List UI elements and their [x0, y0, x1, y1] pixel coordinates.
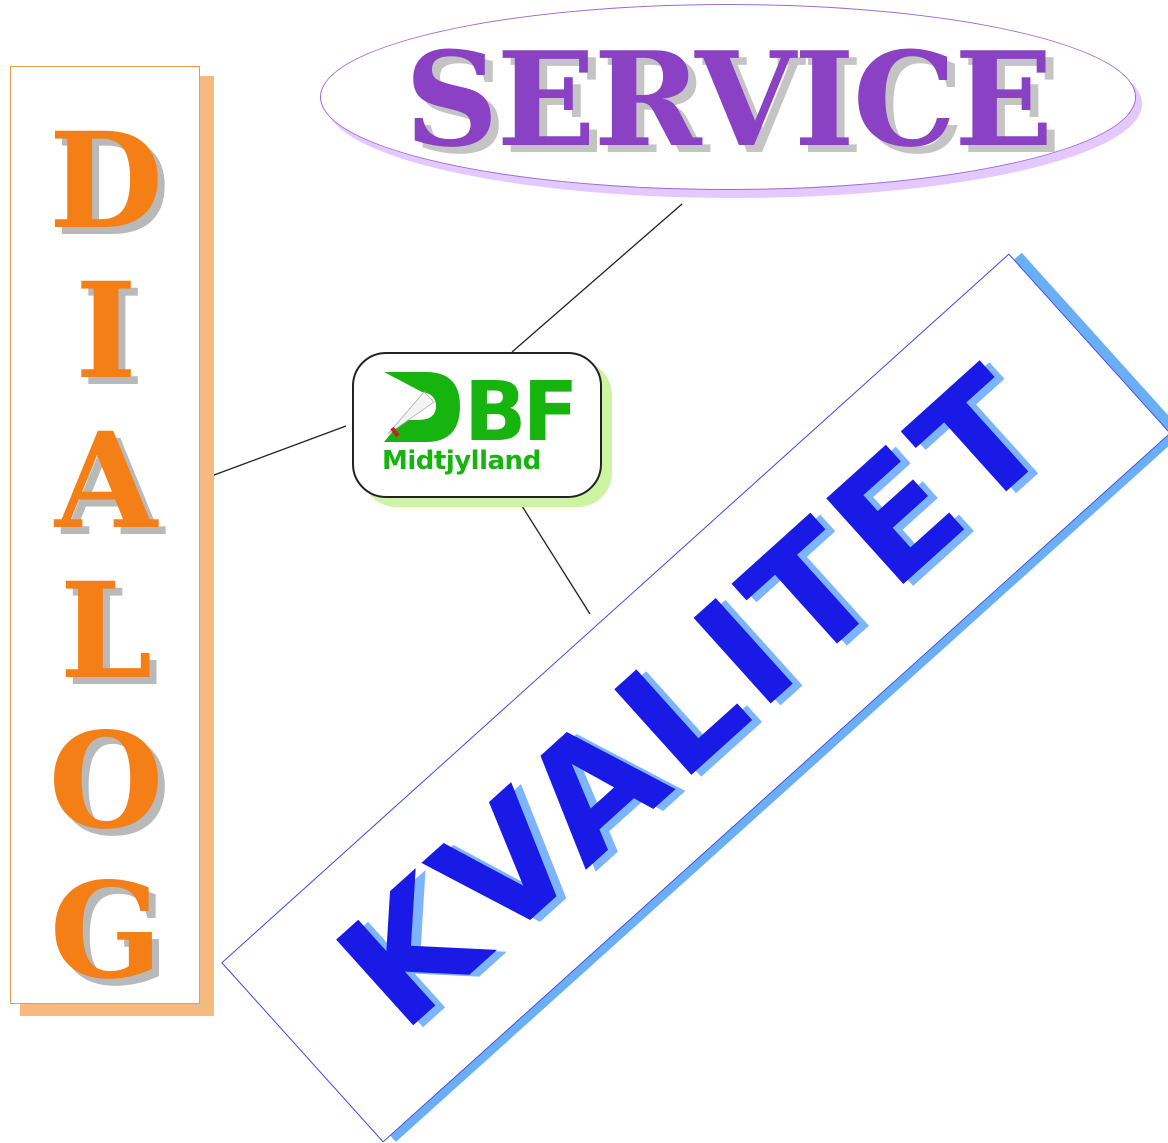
shuttlecock-icon — [384, 372, 460, 442]
dialog-letter: A — [54, 404, 158, 559]
dialog-letter: G — [49, 854, 163, 1009]
logo-wordmark: BF — [464, 365, 575, 452]
dbf-logo: BF — [384, 365, 578, 452]
dialog-letter: D — [48, 104, 164, 259]
connector-service — [511, 203, 683, 353]
dialog-letter: O — [48, 704, 164, 859]
connector-kvalitet — [521, 505, 591, 615]
dialog-letter: I — [75, 254, 137, 409]
logo-subtitle: Midtjylland — [382, 446, 541, 476]
dialog-box: D I A L O G — [10, 66, 200, 1009]
dialog-letter: L — [59, 554, 153, 709]
service-label: SERVICE — [404, 23, 1054, 176]
connector-dialog — [205, 425, 347, 479]
service-ellipse — [320, 4, 1136, 190]
